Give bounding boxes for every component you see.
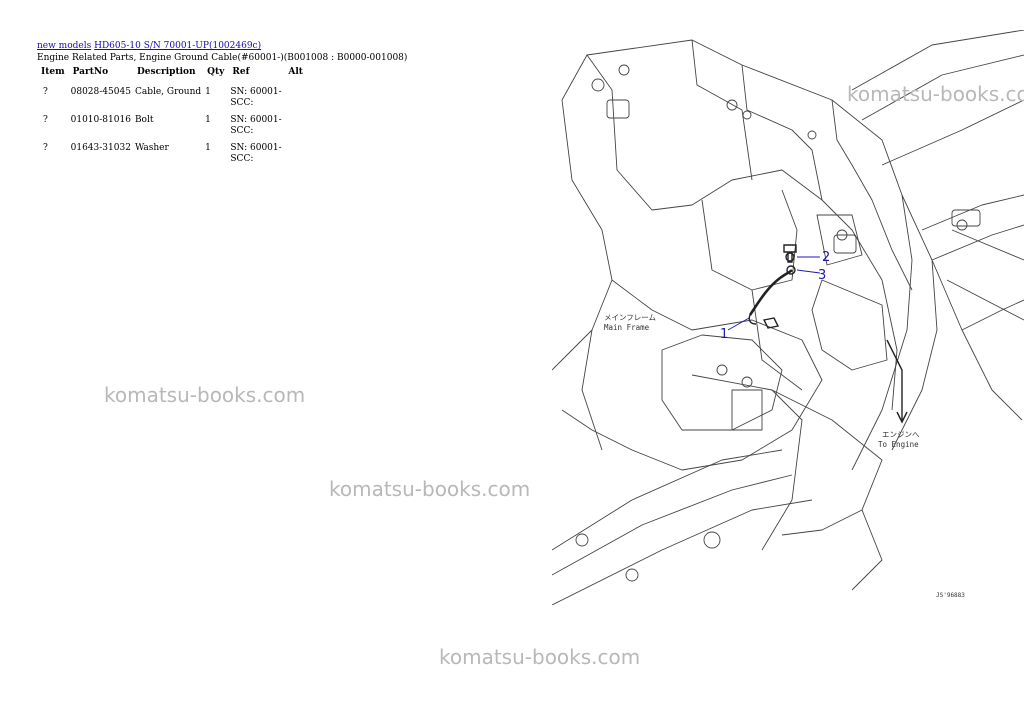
parts-table: Item PartNo Description Qty Ref Alt ? 08…: [37, 66, 307, 168]
watermark: komatsu-books.com: [439, 645, 641, 669]
cell-item: ?: [43, 87, 48, 97]
callout-1: 1: [720, 327, 728, 342]
watermark: komatsu-books.com: [104, 383, 306, 407]
cell-ref: SN: 60001-SCC:: [230, 115, 282, 136]
cell-qty: 1: [205, 143, 211, 153]
cell-description: Bolt: [134, 115, 154, 125]
table-row: ? 08028-45045 Cable, Ground 1 SN: 60001-…: [37, 84, 307, 112]
table-header-row: Item PartNo Description Qty Ref Alt: [37, 66, 307, 84]
cell-alt: [284, 140, 307, 168]
cell-partno: 08028-45045: [70, 87, 131, 97]
cell-alt: [284, 112, 307, 140]
cell-partno: 01643-31032: [70, 143, 131, 153]
page-header: new models HD605-10 S/N 70001-UP(1002469…: [37, 40, 407, 64]
table-row: ? 01643-31032 Washer 1 SN: 60001-SCC:: [37, 140, 307, 168]
figure-code: JS'96883: [936, 592, 965, 599]
main-frame-label-en: Main Frame: [604, 323, 650, 332]
main-frame-label-jp: メインフレーム: [604, 313, 656, 322]
callout-3: 3: [818, 268, 826, 283]
breadcrumb-link-new-models[interactable]: new models: [37, 41, 92, 51]
col-header-description: Description: [136, 67, 196, 77]
page-subtitle: Engine Related Parts, Engine Ground Cabl…: [37, 53, 408, 63]
table-row: ? 01010-81016 Bolt 1 SN: 60001-SCC:: [37, 112, 307, 140]
parts-diagram: 1 2 3 メインフレーム Main Frame エンジンへ To Engine…: [552, 30, 1024, 605]
cell-qty: 1: [205, 87, 211, 97]
col-header-alt: Alt: [288, 67, 303, 77]
cell-item: ?: [43, 115, 48, 125]
col-header-qty: Qty: [207, 67, 225, 77]
col-header-ref: Ref: [232, 67, 250, 77]
watermark: komatsu-books.com: [847, 82, 1024, 106]
col-header-item: Item: [41, 67, 65, 77]
cell-description: Washer: [134, 143, 169, 153]
cell-ref: SN: 60001-SCC:: [230, 143, 282, 164]
col-header-partno: PartNo: [72, 67, 109, 77]
to-engine-label-jp: エンジンへ: [882, 430, 920, 439]
cell-ref: SN: 60001-SCC:: [230, 87, 282, 108]
cell-partno: 01010-81016: [70, 115, 131, 125]
cell-item: ?: [43, 143, 48, 153]
callout-2: 2: [822, 250, 830, 265]
to-engine-label-en: To Engine: [878, 440, 919, 449]
breadcrumb-link-model[interactable]: HD605-10 S/N 70001-UP(1002469c): [94, 41, 262, 51]
cell-qty: 1: [205, 115, 211, 125]
breadcrumb: new models HD605-10 S/N 70001-UP(1002469…: [37, 40, 407, 52]
cell-alt: [284, 84, 307, 112]
cell-description: Cable, Ground: [134, 87, 202, 97]
watermark: komatsu-books.com: [329, 477, 531, 501]
